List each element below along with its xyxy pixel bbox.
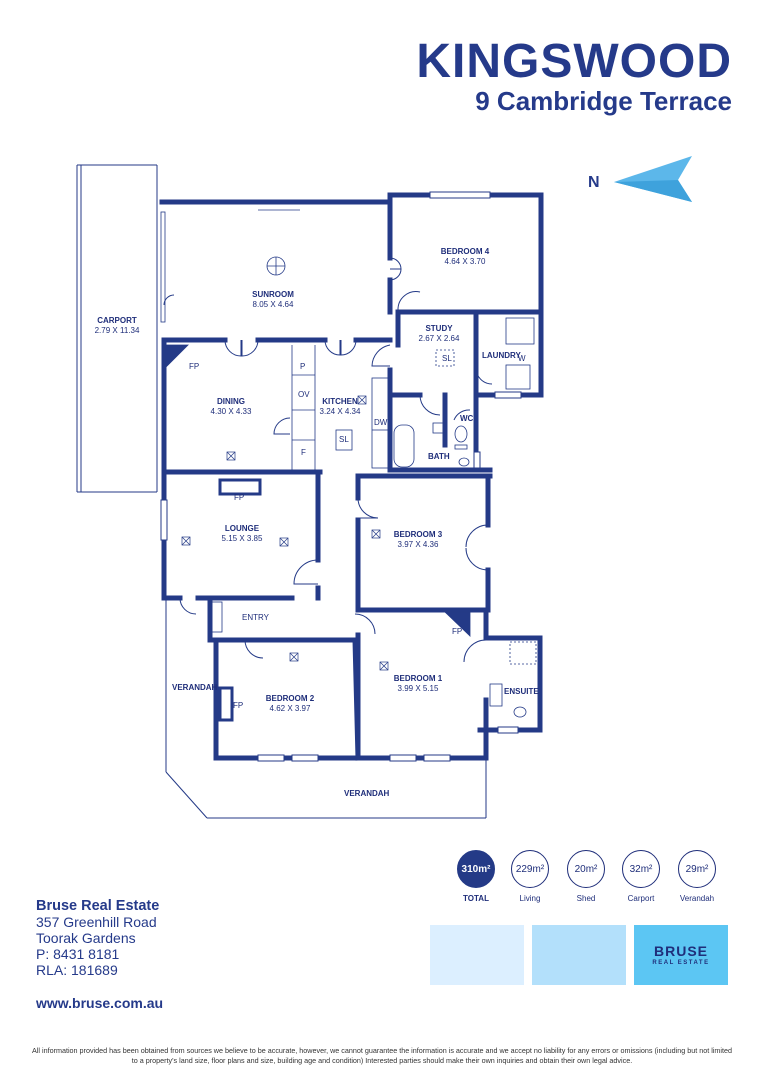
carport-outline (76, 164, 158, 493)
property-title: KINGSWOOD (416, 35, 732, 88)
room-dims-dining: 4.30 X 4.33 (211, 407, 252, 416)
label-dishwasher: DW (374, 418, 388, 427)
area-total-value: 310m² (457, 850, 495, 888)
room-name-kitchen: KITCHEN (322, 397, 358, 406)
area-shed-label: Shed (576, 894, 596, 903)
floor-plan: CARPORT 2.79 X 11.34 SUNROOM 8.05 X 4.64… (76, 164, 544, 819)
compass-label: N (588, 174, 600, 191)
label-sl-kitchen: SL (339, 435, 349, 444)
agent-website-link[interactable]: www.bruse.com.au (36, 995, 164, 1011)
property-address: 9 Cambridge Terrace (475, 86, 732, 116)
room-name-bedroom4: BEDROOM 4 (441, 247, 490, 256)
label-pantry: P (300, 362, 305, 371)
room-dims-bedroom1: 3.99 X 5.15 (398, 684, 439, 693)
room-name-bedroom2: BEDROOM 2 (266, 694, 315, 703)
area-shed: 20m² Shed (556, 850, 616, 903)
compass-north-arrow-icon: N (588, 156, 692, 202)
area-carport-label: Carport (627, 894, 655, 903)
room-dims-carport: 2.79 X 11.34 (95, 326, 140, 335)
agent-address-line1: 357 Greenhill Road (36, 914, 157, 930)
area-total-label: TOTAL (463, 894, 489, 903)
doors (163, 257, 493, 663)
label-oven: OV (298, 390, 310, 399)
label-entry: ENTRY (242, 613, 270, 622)
logo-brand: BRUSE (653, 943, 708, 959)
room-name-dining: DINING (217, 397, 245, 406)
fittings (165, 209, 537, 722)
area-verandah-label: Verandah (679, 894, 715, 903)
label-washer: W (518, 354, 526, 363)
room-name-carport: CARPORT (97, 316, 137, 325)
label-verandah-side: VERANDAH (172, 683, 218, 692)
walls (159, 192, 544, 761)
room-dims-bedroom2: 4.62 X 3.97 (270, 704, 311, 713)
label-fp-dining: FP (189, 362, 199, 371)
label-fp-bedroom2: FP (233, 701, 243, 710)
label-verandah-front: VERANDAH (344, 789, 390, 798)
agent-name: Bruse Real Estate (36, 898, 160, 914)
color-swatch-light (430, 925, 524, 985)
label-sl-study: SL (442, 354, 452, 363)
area-verandah: 29m² Verandah (667, 850, 727, 903)
area-total: 310m² TOTAL (446, 850, 506, 903)
agent-rla: RLA: 181689 (36, 962, 118, 978)
room-dims-bedroom4: 4.64 X 3.70 (445, 257, 486, 266)
color-swatch-medium (532, 925, 626, 985)
area-shed-value: 20m² (567, 850, 605, 888)
agent-details: Bruse Real Estate 357 Greenhill Road Too… (36, 898, 159, 978)
room-name-bedroom1: BEDROOM 1 (394, 674, 443, 683)
label-wc: WC (460, 414, 474, 423)
room-name-study: STUDY (425, 324, 453, 333)
label-laundry: LAUNDRY (482, 351, 521, 360)
room-dims-lounge: 5.15 X 3.85 (222, 534, 263, 543)
room-dims-kitchen: 3.24 X 4.34 (320, 407, 361, 416)
room-name-sunroom: SUNROOM (252, 290, 294, 299)
label-fp-lounge: FP (234, 493, 244, 502)
bruse-logo: BRUSE REAL ESTATE (634, 925, 728, 985)
area-living-label: Living (519, 894, 541, 903)
windows (160, 191, 522, 762)
agent-address-line2: Toorak Gardens (36, 930, 136, 946)
label-fp-bedroom1: FP (452, 627, 462, 636)
label-ensuite: ENSUITE (504, 687, 539, 696)
disclaimer: All information provided has been obtain… (32, 1046, 732, 1065)
room-name-lounge: LOUNGE (225, 524, 260, 533)
area-living: 229m² Living (500, 850, 560, 903)
area-living-value: 229m² (511, 850, 549, 888)
label-fridge: F (301, 448, 306, 457)
area-summary: 310m² TOTAL 229m² Living 20m² Shed 32m² … (452, 850, 732, 910)
room-dims-bedroom3: 3.97 X 4.36 (398, 540, 439, 549)
verandah-outline (165, 595, 487, 819)
room-dims-sunroom: 8.05 X 4.64 (253, 300, 294, 309)
room-dims-study: 2.67 X 2.64 (419, 334, 460, 343)
agent-phone: P: 8431 8181 (36, 946, 120, 962)
label-bath: BATH (428, 452, 450, 461)
area-carport-value: 32m² (622, 850, 660, 888)
logo-tagline: REAL ESTATE (652, 960, 710, 966)
area-verandah-value: 29m² (678, 850, 716, 888)
area-carport: 32m² Carport (611, 850, 671, 903)
light-fixtures (181, 395, 389, 671)
room-name-bedroom3: BEDROOM 3 (394, 530, 443, 539)
